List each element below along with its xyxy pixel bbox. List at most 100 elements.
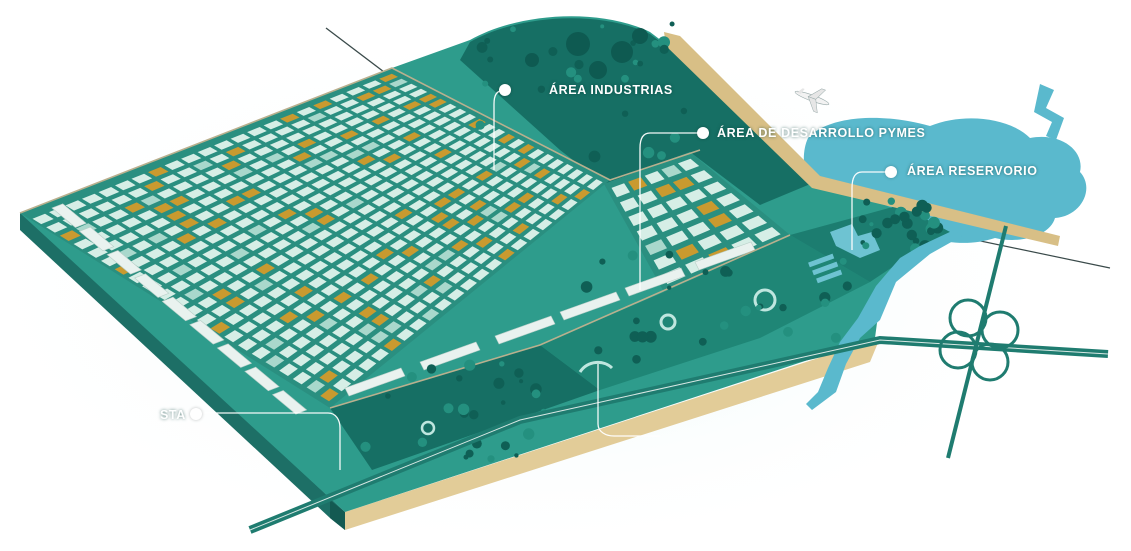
- tree: [589, 61, 607, 79]
- reservoir-pond: [830, 224, 880, 258]
- building-block: [661, 164, 682, 178]
- building-block: [398, 277, 416, 290]
- pymes-area-base: [604, 152, 790, 292]
- building-block: [408, 88, 428, 98]
- building-block: [438, 249, 456, 261]
- building-block: [397, 193, 416, 205]
- tree: [651, 40, 660, 48]
- building-block: [527, 149, 545, 160]
- building-block: [464, 230, 482, 242]
- building-block: [537, 154, 554, 165]
- building-block: [287, 230, 306, 242]
- building-block: [666, 230, 689, 246]
- building-block: [307, 293, 326, 306]
- building-block: [472, 185, 490, 196]
- label-dot-icon: [499, 84, 511, 96]
- building-block: [477, 221, 495, 233]
- building-block: [131, 173, 153, 184]
- building-block: [253, 295, 273, 308]
- building-block: [134, 225, 155, 236]
- building-block: [320, 284, 340, 296]
- tree: [385, 393, 391, 399]
- building-block: [274, 223, 294, 235]
- building-block: [209, 153, 230, 164]
- building-block: [272, 173, 292, 184]
- building-block: [111, 194, 133, 205]
- building-block: [260, 166, 281, 177]
- building-block: [703, 181, 727, 195]
- building-block: [308, 276, 327, 289]
- building-block: [92, 216, 113, 227]
- building-block: [461, 262, 479, 274]
- tree: [566, 67, 577, 78]
- tree: [928, 216, 940, 229]
- building-block: [132, 240, 153, 252]
- building-block: [399, 261, 418, 274]
- building-block: [419, 156, 438, 167]
- building-block: [213, 188, 234, 199]
- building-block: [422, 291, 440, 304]
- building-block: [422, 191, 441, 202]
- building-block: [499, 232, 517, 245]
- building-block: [207, 217, 227, 229]
- tree: [659, 44, 669, 55]
- building-block: [82, 193, 103, 204]
- building-block: [497, 133, 515, 144]
- building-block: [352, 234, 371, 246]
- building-block: [392, 95, 412, 105]
- building-block: [437, 182, 455, 193]
- building-block: [557, 164, 574, 175]
- building-block: [513, 158, 531, 169]
- building-block: [345, 198, 365, 209]
- building-block: [469, 151, 487, 161]
- building-block: [315, 164, 335, 175]
- building-block: [486, 176, 504, 187]
- building-block: [366, 128, 385, 138]
- building-block: [265, 337, 285, 350]
- building-block: [332, 325, 351, 338]
- tree: [669, 132, 681, 143]
- highway-interchange: [248, 225, 1109, 534]
- building-block: [358, 306, 377, 319]
- building-block: [332, 308, 351, 321]
- tree: [665, 250, 674, 259]
- building-block: [318, 118, 338, 128]
- tree: [842, 281, 852, 291]
- building-block: [405, 214, 424, 226]
- building-block: [426, 243, 444, 255]
- building-block: [461, 179, 480, 190]
- building-block: [237, 153, 258, 164]
- building-block: [378, 167, 398, 178]
- building-block: [179, 218, 199, 229]
- tree: [636, 331, 649, 343]
- building-block: [429, 162, 448, 173]
- building-block: [197, 147, 218, 157]
- building-block: [396, 328, 415, 341]
- building-block: [280, 194, 300, 205]
- building-block: [407, 119, 426, 129]
- building-block: [413, 137, 432, 148]
- tree: [514, 368, 524, 378]
- building-block: [319, 370, 338, 383]
- building-block: [277, 208, 297, 220]
- building-block: [323, 252, 343, 264]
- building-block: [544, 173, 561, 185]
- building-block: [360, 189, 379, 201]
- building-block: [334, 191, 353, 202]
- tree: [360, 441, 371, 452]
- building-block: [387, 139, 406, 150]
- tree: [476, 42, 488, 53]
- warehouse-block: [51, 203, 87, 228]
- building-block: [292, 319, 312, 332]
- building-block: [347, 282, 366, 295]
- tree: [720, 266, 731, 277]
- building-block: [408, 199, 427, 211]
- building-block: [340, 99, 360, 108]
- tree: [906, 229, 917, 241]
- building-block: [335, 143, 354, 153]
- label-dot-icon: [697, 127, 709, 139]
- building-block: [148, 167, 169, 177]
- building-block: [554, 178, 571, 190]
- building-block: [493, 196, 511, 208]
- tree: [702, 269, 709, 276]
